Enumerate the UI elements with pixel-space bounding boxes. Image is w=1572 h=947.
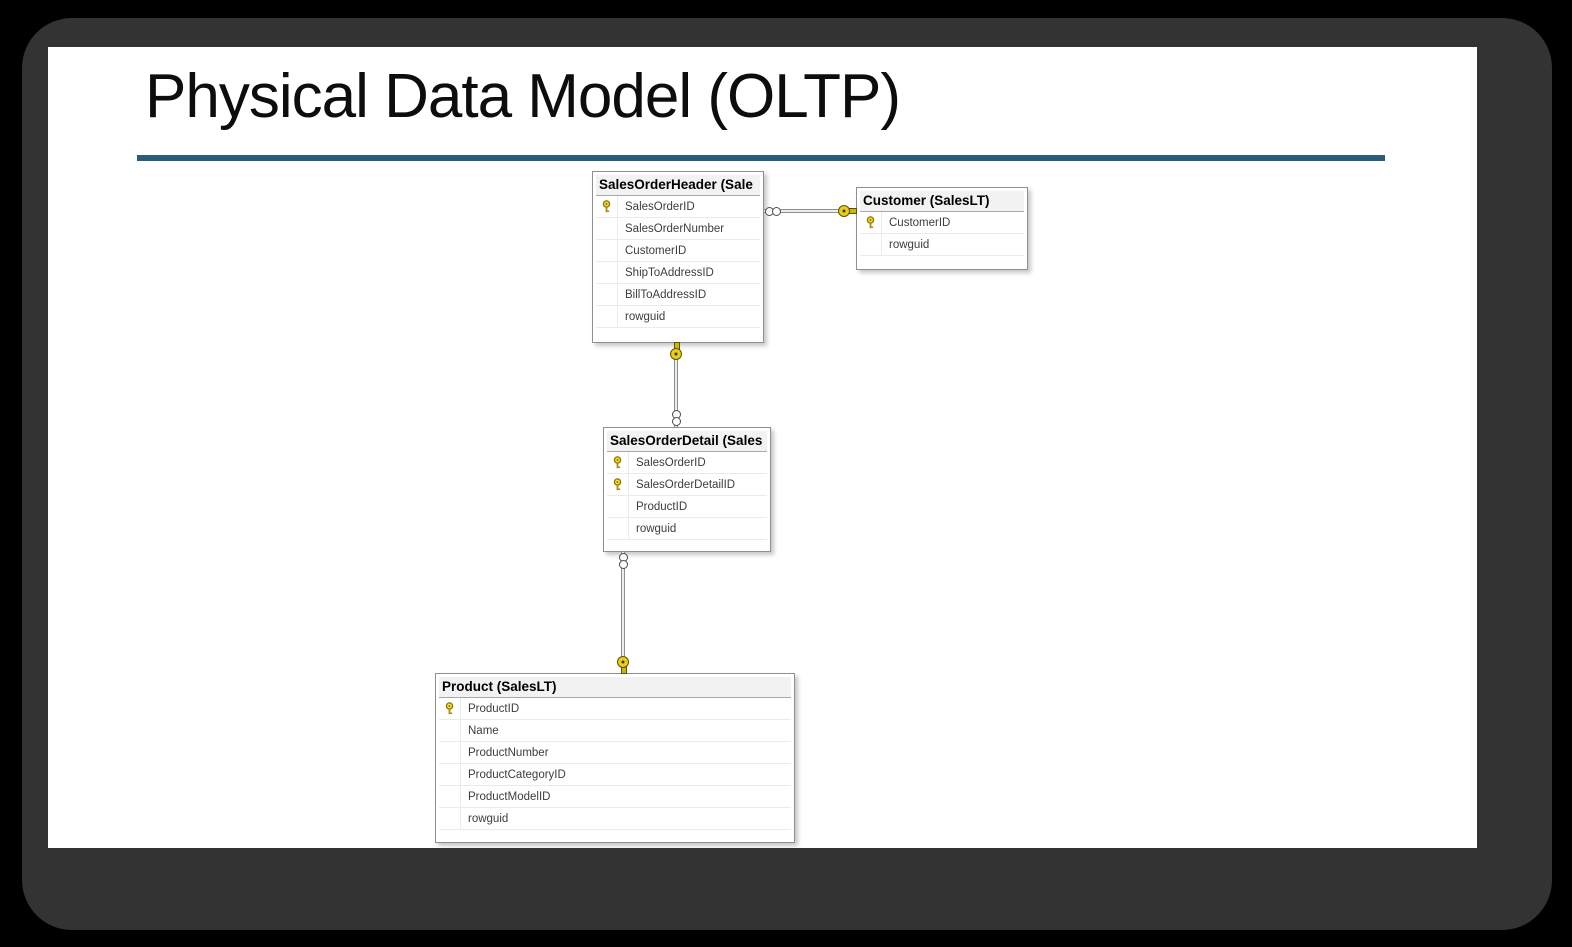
infinity-circle [772, 207, 781, 216]
table-row: SalesOrderNumber [596, 218, 760, 240]
infinity-icon [765, 207, 781, 216]
table-row: rowguid [607, 518, 767, 540]
field-name: ShipToAddressID [625, 266, 714, 279]
relationship-line-salesorderheader-customer [764, 209, 856, 213]
table-row: ProductCategoryID [439, 764, 791, 786]
infinity-icon [672, 410, 681, 426]
table-salesorderdetail-title: SalesOrderDetail (Sales [607, 431, 767, 452]
infinity-circle [672, 417, 681, 426]
field-name: SalesOrderID [636, 456, 706, 469]
table-row: SalesOrderID [607, 452, 767, 474]
field-name: rowguid [468, 812, 509, 825]
table-row: ShipToAddressID [596, 262, 760, 284]
slide-title: Physical Data Model (OLTP) [145, 62, 901, 131]
field-name: ProductID [636, 500, 688, 513]
table-product: Product (SalesLT) ProductID Name [435, 673, 795, 843]
table-product-title: Product (SalesLT) [439, 677, 791, 698]
table-row: ProductID [607, 496, 767, 518]
table-row: CustomerID [860, 212, 1024, 234]
field-name: ProductCategoryID [468, 768, 566, 781]
field-name: SalesOrderID [625, 200, 695, 213]
field-name: CustomerID [889, 216, 951, 229]
table-row: rowguid [596, 306, 760, 328]
table-row: BillToAddressID [596, 284, 760, 306]
field-name: SalesOrderDetailID [636, 478, 736, 491]
field-name: ProductModelID [468, 790, 551, 803]
key-icon [670, 348, 682, 360]
field-name: rowguid [625, 310, 666, 323]
relationship-line-salesorderdetail-product [621, 552, 625, 673]
table-row: ProductModelID [439, 786, 791, 808]
slide: Physical Data Model (OLTP) SalesOrderHea… [48, 47, 1477, 848]
field-name: rowguid [636, 522, 677, 535]
table-row: CustomerID [596, 240, 760, 262]
table-customer: Customer (SalesLT) CustomerID rowguid [856, 187, 1028, 270]
table-customer-title: Customer (SalesLT) [860, 191, 1024, 212]
table-salesorderheader: SalesOrderHeader (Sale SalesOrderID Sale… [592, 171, 764, 343]
field-name: ProductNumber [468, 746, 549, 759]
table-salesorderheader-title: SalesOrderHeader (Sale [596, 175, 760, 196]
table-row: rowguid [860, 234, 1024, 256]
table-row: SalesOrderID [596, 196, 760, 218]
primary-key-icon [607, 452, 629, 473]
infinity-icon [619, 553, 628, 569]
table-row: SalesOrderDetailID [607, 474, 767, 496]
field-name: CustomerID [625, 244, 687, 257]
field-name: Name [468, 724, 499, 737]
field-name: rowguid [889, 238, 930, 251]
key-icon [617, 656, 629, 668]
table-row: ProductID [439, 698, 791, 720]
primary-key-icon [860, 212, 882, 233]
primary-key-icon [607, 474, 629, 495]
primary-key-icon [596, 196, 618, 217]
relationship-line-salesorderdetail-salesorderheader [674, 343, 678, 427]
field-name: SalesOrderNumber [625, 222, 725, 235]
table-salesorderdetail: SalesOrderDetail (Sales SalesOrderID [603, 427, 771, 552]
table-row: Name [439, 720, 791, 742]
table-row: ProductNumber [439, 742, 791, 764]
title-divider [137, 155, 1385, 161]
table-row: rowguid [439, 808, 791, 830]
key-icon [838, 205, 850, 217]
infinity-circle [619, 560, 628, 569]
field-name: ProductID [468, 702, 520, 715]
primary-key-icon [439, 698, 461, 719]
field-name: BillToAddressID [625, 288, 707, 301]
